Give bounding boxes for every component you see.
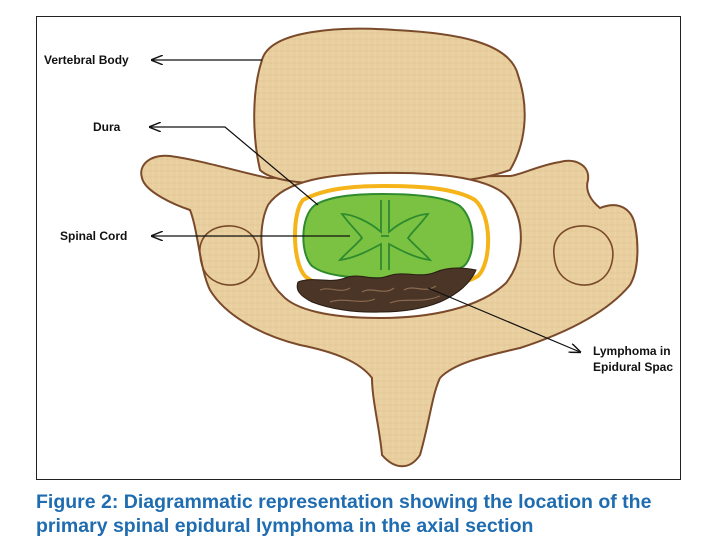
label-lymphoma-line2: Epidural Spac (593, 360, 674, 374)
lymphoma-texture (319, 285, 441, 304)
right-pedicle (553, 225, 614, 286)
left-pedicle (199, 225, 260, 286)
grey-matter (337, 200, 433, 270)
caption-line-2: primary spinal epidural lymphoma in the … (36, 515, 534, 537)
vertebral-body (253, 27, 526, 186)
label-vertebral-body: Vertebral Body (44, 53, 129, 67)
lymphoma-arrow (427, 287, 580, 352)
dura-outline (293, 183, 491, 293)
dura-arrow (150, 127, 319, 206)
figure-caption: Figure 2: Diagrammatic representation sh… (36, 490, 696, 538)
caption-line-1: Figure 2: Diagrammatic representation sh… (36, 491, 652, 513)
label-lymphoma-line1: Lymphoma in (593, 344, 671, 358)
label-spinal-cord: Spinal Cord (60, 229, 128, 243)
label-dura: Dura (93, 120, 121, 134)
epidural-lymphoma (296, 267, 477, 313)
